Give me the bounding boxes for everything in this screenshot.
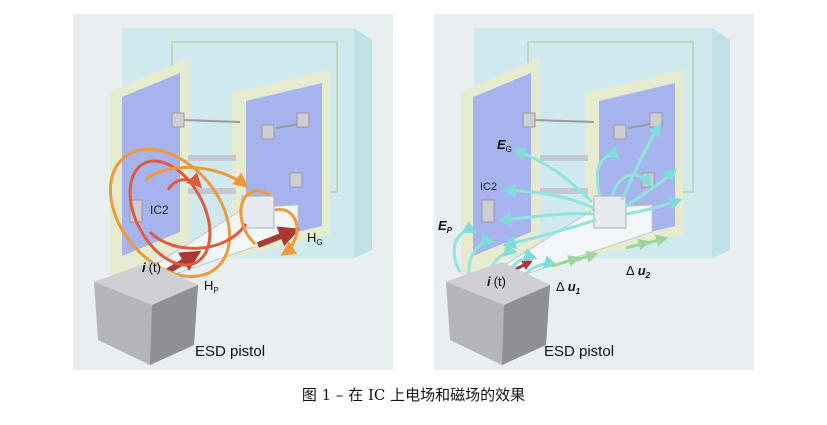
right-voltage-arrows <box>551 234 669 268</box>
right-ic2-label: IC2 <box>480 181 497 193</box>
left-panel: IC2 i(t) HP HG ESD pistol <box>73 14 393 370</box>
left-ic2-label: IC2 <box>150 203 169 217</box>
right-ep-label: EP <box>438 218 453 235</box>
right-pcb-1 <box>461 58 540 278</box>
right-electric-field-lines <box>452 122 683 283</box>
left-hg-label: HG <box>307 230 323 247</box>
right-esd-pistol <box>446 262 550 365</box>
right-connectors <box>481 112 663 223</box>
right-eg-label: EG <box>497 137 512 154</box>
right-pistol-label: ESD pistol <box>544 343 614 360</box>
left-esd-pistol <box>94 262 198 365</box>
left-pistol-label: ESD pistol <box>195 343 265 360</box>
left-hp-label: HP <box>204 278 219 295</box>
figure-caption: 图 1 – 在 IC 上电场和磁场的效果 <box>301 386 526 404</box>
right-current-label: i(t) <box>487 274 506 289</box>
right-ic2-chip <box>481 199 495 223</box>
left-current-label: i(t) <box>142 260 161 275</box>
left-magnetic-field-lines <box>108 147 299 279</box>
